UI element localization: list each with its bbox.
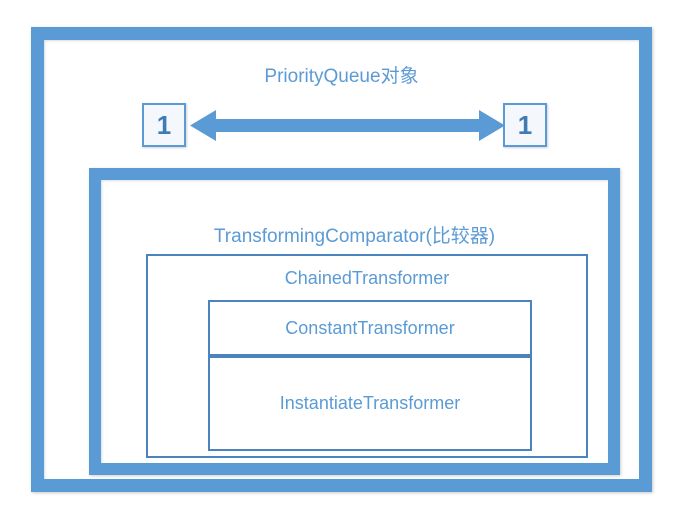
queue-slot-1: 1 [142,103,186,147]
constant-transformer-label: ConstantTransformer [285,317,455,338]
chained-transformer-title: ChainedTransformer [284,268,450,288]
priority-queue-frame: PriorityQueue对象 1 1 TransformingComparat… [31,27,652,492]
constant-transformer-box: ConstantTransformer [208,300,532,356]
transforming-comparator-content: TransformingComparator(比较器) ChainedTrans… [101,180,608,463]
priority-queue-content: PriorityQueue对象 1 1 TransformingComparat… [44,40,639,479]
queue-slot-1-label: 1 [156,110,172,140]
priority-queue-title: PriorityQueue对象 [264,66,419,87]
chained-transformer-box: ChainedTransformer ConstantTransformer I… [146,254,588,458]
queue-slot-2-label: 1 [517,110,533,140]
instantiate-transformer-label: InstantiateTransformer [279,393,461,413]
transforming-comparator-title: TransformingComparator(比较器) [213,226,496,247]
instantiate-transformer-box: InstantiateTransformer [208,356,532,451]
queue-slot-2: 1 [503,103,547,147]
bidirectional-arrow-icon [190,108,505,143]
transforming-comparator-frame: TransformingComparator(比较器) ChainedTrans… [89,168,620,475]
